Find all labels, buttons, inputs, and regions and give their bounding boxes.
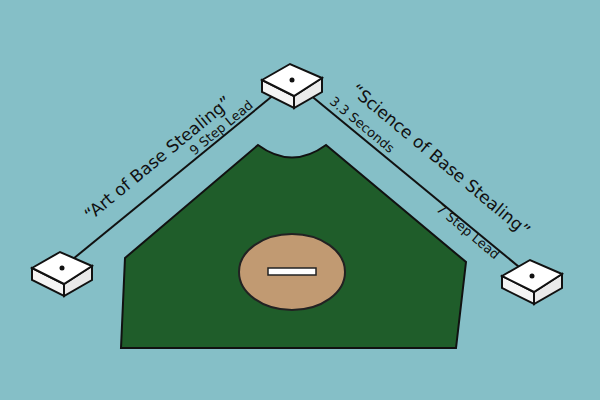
second-base xyxy=(262,64,322,108)
infield-grass xyxy=(121,145,466,348)
third-base xyxy=(32,252,92,296)
pitchers-mound xyxy=(239,234,345,310)
pitching-rubber xyxy=(268,268,316,275)
base-path xyxy=(62,80,292,268)
first-base xyxy=(502,260,562,304)
base-path xyxy=(292,80,530,276)
